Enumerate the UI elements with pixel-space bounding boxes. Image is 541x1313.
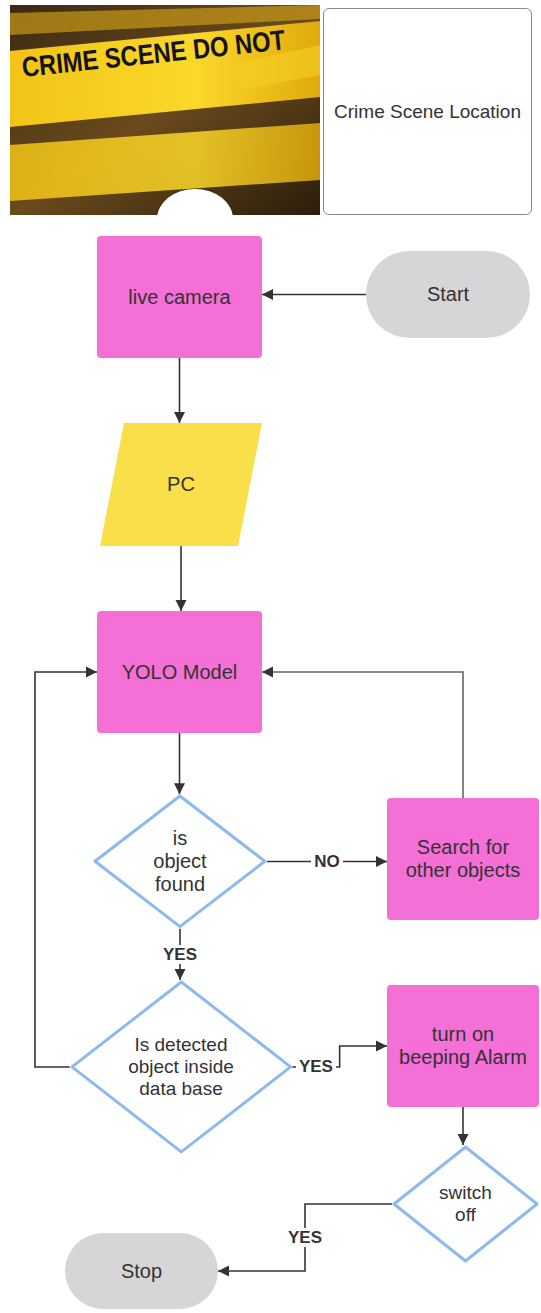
process-box: YOLO Model xyxy=(97,611,262,733)
arrow-head xyxy=(376,856,387,867)
arrow-head xyxy=(176,600,187,611)
node-text: live camera xyxy=(128,286,230,309)
connector-arrow xyxy=(458,1107,469,1145)
edge-label: NO xyxy=(311,852,343,872)
process-box: Search for other objects xyxy=(387,798,539,920)
connector-line xyxy=(35,672,97,1067)
edge-label: YES xyxy=(296,1057,336,1077)
arrow-head xyxy=(174,969,185,980)
location-box: Crime Scene Location xyxy=(323,8,532,215)
node-text: Start xyxy=(427,283,469,306)
arrow-head xyxy=(86,667,97,678)
connector-arrow xyxy=(262,289,366,300)
connector-arrow xyxy=(35,667,97,1067)
connector-arrow xyxy=(176,546,187,611)
node-text: Search for other objects xyxy=(397,836,529,882)
connector-line xyxy=(262,672,463,798)
decision-diamond: is object found xyxy=(93,794,267,929)
connector-arrow xyxy=(174,358,185,423)
connector-line xyxy=(262,294,366,296)
connector-arrow xyxy=(174,733,185,794)
node-text: is object found xyxy=(144,827,216,896)
start-terminal: Start xyxy=(366,251,530,338)
node-text: turn on beeping Alarm xyxy=(397,1023,529,1069)
arrow-head xyxy=(262,667,273,678)
arrow-head xyxy=(458,1134,469,1145)
connector-arrow xyxy=(218,1204,392,1277)
arrow-head xyxy=(262,289,273,300)
arrow-head xyxy=(376,1041,387,1052)
io-parallelogram: PC xyxy=(100,423,262,546)
process-box: turn on beeping Alarm xyxy=(387,985,539,1107)
node-text: Stop xyxy=(121,1260,162,1283)
stop-terminal: Stop xyxy=(65,1233,218,1309)
node-text: Crime Scene Location xyxy=(334,101,521,123)
edge-label: YES xyxy=(160,945,200,965)
node-text: Is detected object inside data base xyxy=(118,1034,244,1100)
node-text: switch off xyxy=(429,1182,503,1226)
connector-arrow xyxy=(262,667,463,799)
arrow-head xyxy=(174,412,185,423)
edge-label: YES xyxy=(285,1228,325,1248)
process-box: live camera xyxy=(97,236,262,358)
arrow-head xyxy=(174,783,185,794)
node-text: PC xyxy=(167,473,195,496)
connector-line xyxy=(218,1204,392,1271)
arrow-head xyxy=(218,1266,229,1277)
decision-diamond: Is detected object inside data base xyxy=(70,980,293,1154)
decision-diamond: switch off xyxy=(392,1145,539,1263)
node-text: YOLO Model xyxy=(122,661,238,684)
